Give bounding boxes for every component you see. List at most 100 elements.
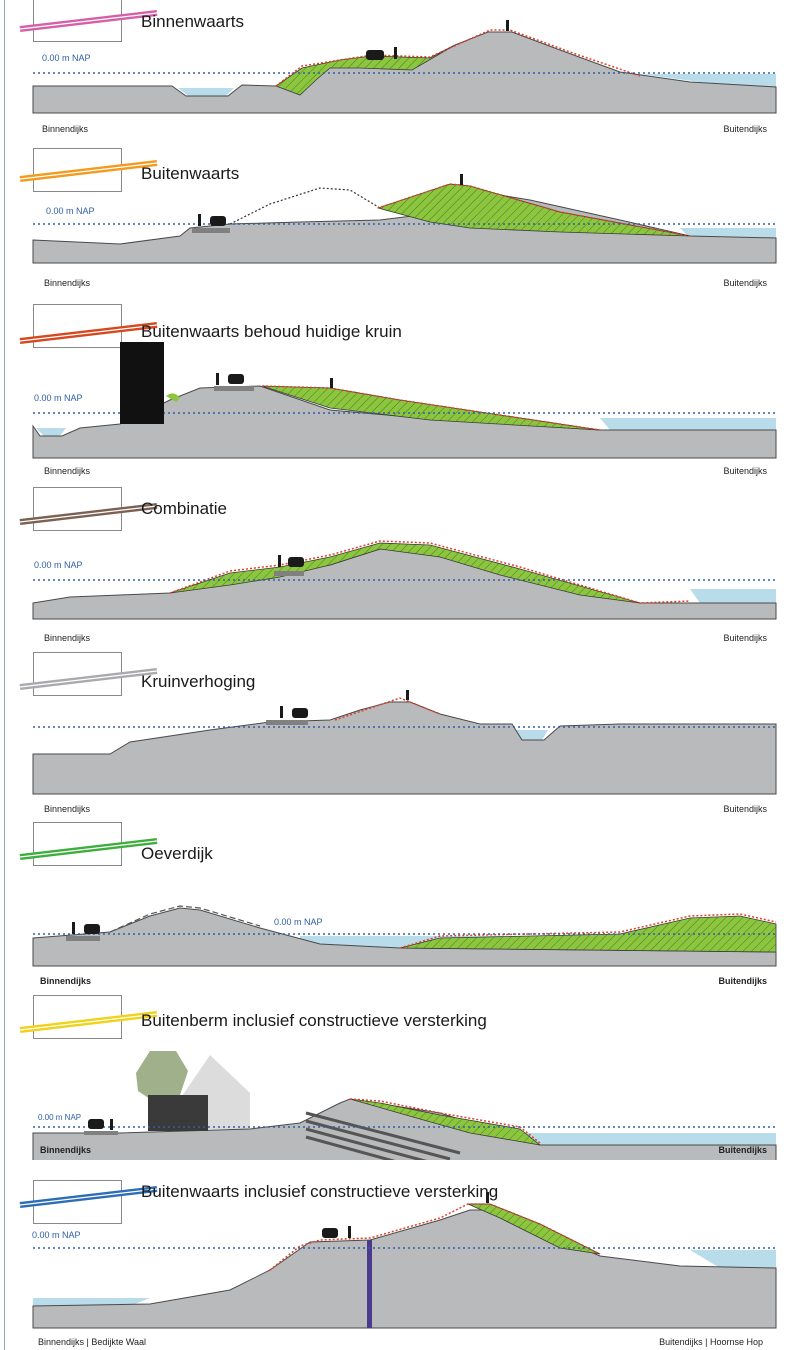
panel-title: Oeverdijk	[141, 844, 213, 863]
cross-section-diagram	[32, 1192, 777, 1329]
water-body	[640, 74, 776, 88]
buitendijks-label: Buitendijks	[718, 976, 767, 986]
cross-section-diagram	[32, 20, 777, 114]
binnendijks-label: Binnendijks	[44, 804, 91, 814]
panel-kruinverhoging: Kruinverhoging Binnendijks Buitendijks	[0, 650, 787, 820]
new-profile-line	[377, 183, 691, 237]
panel-title: Buitenwaarts inclusief constructieve ver…	[141, 1182, 499, 1201]
ground	[32, 385, 777, 459]
panel-title: Buitenwaarts behoud huidige kruin	[141, 322, 402, 341]
water-body	[520, 1133, 776, 1145]
nap-label: 0.00 m NAP	[46, 206, 95, 216]
buitendijks-label: Buitendijks	[723, 466, 767, 476]
dike-reinforcement	[349, 1098, 541, 1146]
buitendijks-label: Buitendijks | Hoornse Hop	[659, 1337, 763, 1347]
new-profile-line	[261, 385, 601, 431]
nap-label: 0.00 m NAP	[42, 53, 91, 63]
ditch-water	[514, 730, 548, 740]
cross-section-diagram	[32, 690, 777, 795]
cross-section-diagram	[32, 1051, 777, 1160]
sheet-pile	[305, 1127, 428, 1160]
binnendijks-label: Binnendijks	[44, 278, 91, 288]
dike-reinforcement	[169, 542, 641, 604]
legend-line-icon	[19, 322, 158, 344]
dike-reinforcement	[399, 915, 777, 953]
new-profile-line	[169, 540, 691, 604]
buitendijks-label: Buitendijks	[723, 804, 767, 814]
car-icon	[88, 1119, 104, 1129]
legend-line-icon	[19, 1011, 158, 1033]
building	[148, 1095, 208, 1131]
cross-section-diagram	[32, 342, 777, 459]
person-icon	[506, 20, 509, 31]
old-profile-line	[229, 187, 381, 225]
road	[274, 571, 304, 576]
ditch-water	[36, 428, 66, 436]
person-icon	[198, 214, 201, 226]
car-icon	[288, 557, 304, 567]
legend-swatch	[19, 995, 158, 1039]
cross-section-diagram	[32, 905, 777, 967]
person-icon	[216, 373, 219, 385]
person-icon	[110, 1119, 113, 1130]
cross-section-diagram	[32, 174, 777, 264]
ground	[32, 1209, 777, 1329]
left-margin-line	[4, 0, 5, 1350]
car-icon	[322, 1228, 338, 1238]
panel-oeverdijk: Oeverdijk 0.00 m NAP Binnendijks Buitend…	[0, 820, 787, 990]
legend-swatch	[19, 822, 158, 866]
panel-binnenwaarts: Binnenwaarts 0.00 m NAP Binnendijks Buit…	[0, 0, 787, 135]
road	[214, 386, 254, 391]
panel-title: Buitenwaarts	[141, 164, 240, 183]
ground	[32, 701, 777, 795]
binnendijks-label: Binnendijks	[40, 1145, 92, 1155]
water-body	[600, 418, 776, 430]
legend-line-icon	[19, 503, 158, 525]
water-body	[690, 589, 776, 603]
road	[266, 720, 308, 725]
person-icon	[486, 1192, 489, 1203]
nap-label: 0.00 m NAP	[34, 393, 83, 403]
panel-title: Buitenberm inclusief constructieve verst…	[141, 1011, 487, 1030]
person-icon	[280, 706, 283, 718]
buitendijks-label: Buitendijks	[723, 278, 767, 288]
legend-line-icon	[19, 1186, 158, 1208]
person-icon	[406, 690, 409, 700]
binnendijks-label: Binnendijks	[40, 976, 92, 986]
new-profile-line	[269, 1203, 601, 1271]
sheet-pile	[305, 1135, 396, 1160]
binnendijks-label: Binnendijks	[42, 124, 89, 134]
buitendijks-label: Buitendijks	[718, 1145, 767, 1155]
legend-line-icon	[19, 160, 158, 182]
car-icon	[366, 50, 384, 60]
panel-buitenwaarts-constructief: Buitenwaarts inclusief constructieve ver…	[0, 1160, 787, 1350]
old-profile-line	[109, 905, 261, 933]
nap-label: 0.00 m NAP	[38, 1113, 82, 1122]
panel-title: Binnenwaarts	[141, 12, 245, 31]
person-icon	[460, 174, 463, 185]
panel-buitenwaarts: Buitenwaarts 0.00 m NAP Binnendijks Buit…	[0, 140, 787, 295]
tree	[136, 1051, 188, 1099]
panel-buitenwaarts-behoud-kruin: Buitenwaarts behoud huidige kruin 0.00 m…	[0, 300, 787, 480]
new-profile-line	[334, 697, 441, 721]
ground	[32, 907, 777, 967]
road	[192, 228, 230, 233]
building	[120, 342, 164, 424]
legend-swatch	[19, 148, 158, 192]
car-icon	[228, 374, 244, 384]
road	[84, 1131, 118, 1135]
person-icon	[278, 555, 281, 567]
legend-swatch	[19, 0, 158, 42]
water-body	[690, 1250, 776, 1270]
ditch-water	[178, 88, 234, 96]
legend-line-icon	[19, 10, 158, 32]
tree	[166, 393, 180, 402]
nap-label: 0.00 m NAP	[32, 1230, 81, 1240]
legend-swatch	[19, 487, 158, 531]
new-profile-line	[349, 1098, 541, 1144]
ground	[32, 548, 777, 620]
legend-swatch	[19, 652, 158, 696]
panel-buitenberm: Buitenberm inclusief constructieve verst…	[0, 995, 787, 1160]
person-icon	[330, 378, 333, 388]
person-icon	[72, 922, 75, 934]
